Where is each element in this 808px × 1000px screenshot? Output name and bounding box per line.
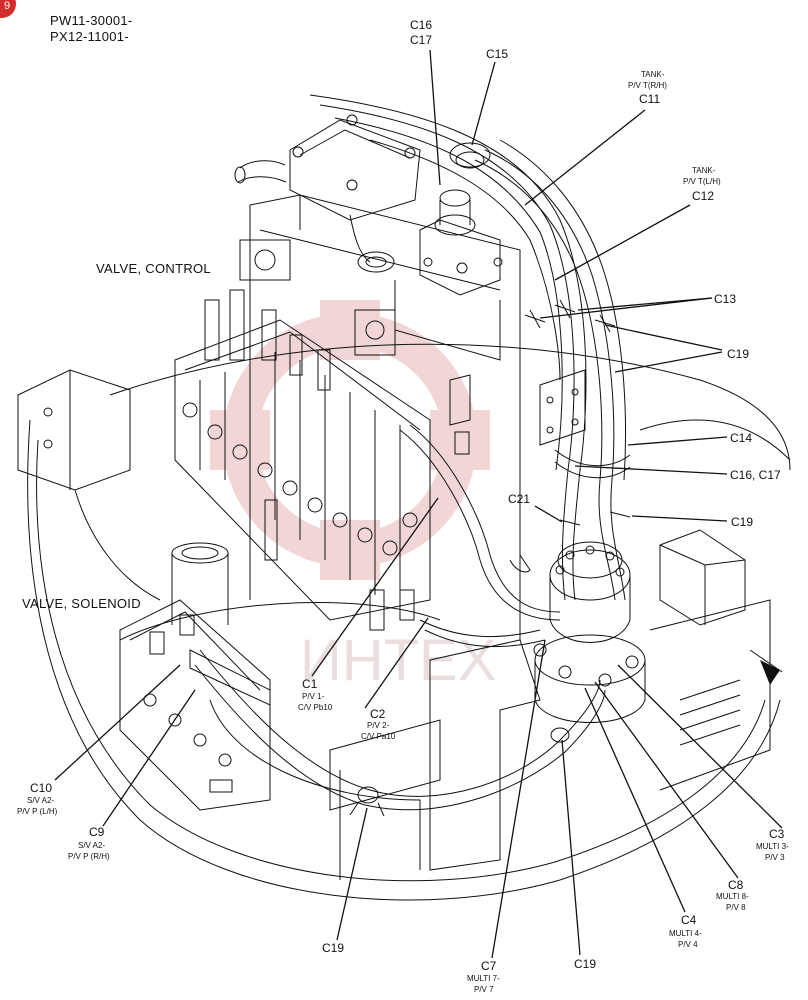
callout-c16-top: C16 <box>410 18 432 32</box>
serial-range-1: PW11-30001- <box>50 13 133 28</box>
machine-illustration <box>17 94 791 901</box>
callout-c2-line1: P/V 2- <box>367 721 390 730</box>
callout-c7-line2: P/V 7 <box>474 985 494 994</box>
callout-c4: C4 <box>681 913 697 927</box>
page-badge-number: 9 <box>4 0 10 12</box>
callout-c13: C13 <box>714 292 736 306</box>
callout-c3-line2: P/V 3 <box>765 853 785 862</box>
callout-c15: C15 <box>486 47 508 61</box>
callout-c8-line2: P/V 8 <box>726 903 746 912</box>
callout-c4-line2: P/V 4 <box>678 940 698 949</box>
callout-c1-line1: P/V 1- <box>302 692 325 701</box>
serial-range-2: PX12-11001- <box>50 29 129 44</box>
callout-c4-line1: MULTI 4- <box>669 929 702 938</box>
control-valve-stack <box>174 289 431 631</box>
callout-c7-line1: MULTI 7- <box>467 974 500 983</box>
callout-c12-line1: TANK- <box>692 166 716 175</box>
callout-c19-right: C19 <box>727 347 749 361</box>
callout-c11-line2: P/V T(R/H) <box>628 81 667 90</box>
title-valve-solenoid: VALVE, SOLENOID <box>22 596 141 611</box>
callout-c3: C3 <box>769 827 785 841</box>
callout-c9-line1: S/V A2- <box>78 841 105 850</box>
callout-c8-line1: MULTI 8- <box>716 892 749 901</box>
callout-c9-line2: P/V P (R/H) <box>68 852 110 861</box>
callout-c3-line1: MULTI 3- <box>756 842 789 851</box>
callout-c10: C10 <box>30 781 52 795</box>
callout-c1-line2: C/V Pb10 <box>298 703 333 712</box>
callout-c21: C21 <box>508 492 530 506</box>
multi-valve <box>533 541 646 723</box>
callout-c12-line2: P/V T(L/H) <box>683 177 721 186</box>
callout-c14: C14 <box>730 431 752 445</box>
callout-c10-line1: S/V A2- <box>27 796 54 805</box>
callout-c19-bottom: C19 <box>574 957 596 971</box>
solenoid-valve-block <box>119 599 271 811</box>
callout-c1: C1 <box>302 677 318 691</box>
leader-lines <box>54 49 783 959</box>
callout-c16-c17: C16, C17 <box>730 468 781 482</box>
callout-c19-bottom-left: C19 <box>322 941 344 955</box>
callout-c7: C7 <box>481 959 497 973</box>
callout-c2: C2 <box>370 707 386 721</box>
callout-c19-mid: C19 <box>731 515 753 529</box>
callout-c12: C12 <box>692 189 714 203</box>
page-badge: 9 <box>0 0 16 18</box>
callout-c2-line2: C/V Pa10 <box>361 732 396 741</box>
callout-c9: C9 <box>89 825 105 839</box>
callout-c11: C11 <box>639 92 660 106</box>
callout-c17-top: C17 <box>410 33 432 47</box>
callout-c8: C8 <box>728 878 744 892</box>
callout-c11-line1: TANK- <box>641 70 665 79</box>
title-valve-control: VALVE, CONTROL <box>96 261 211 276</box>
callout-c10-line2: P/V P (L/H) <box>17 807 58 816</box>
